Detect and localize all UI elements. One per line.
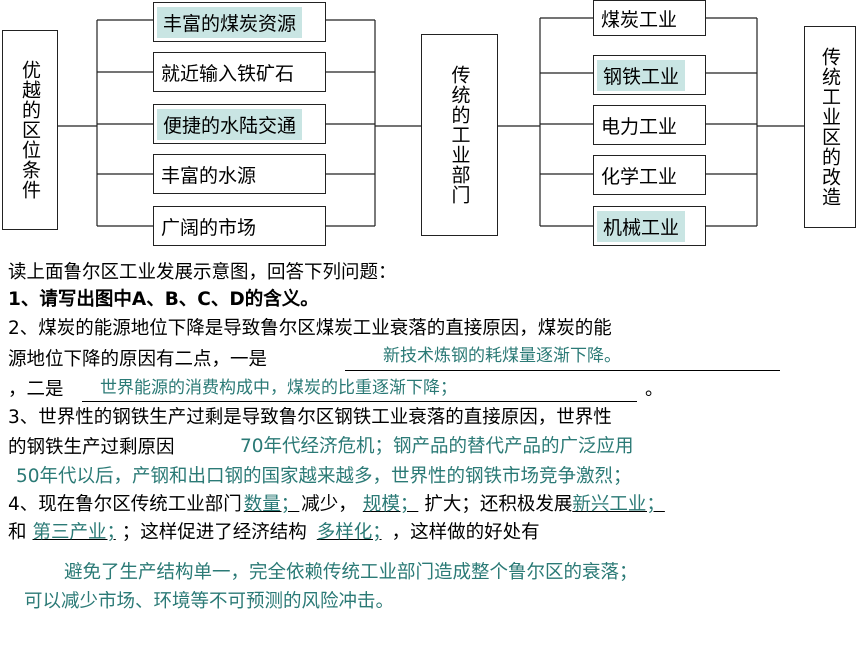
question-1: 1、请写出图中A、B、C、D的含义。 — [8, 289, 319, 310]
department-label: 电力工业 — [601, 115, 678, 138]
right-title: 传统工业区的改造 — [819, 47, 841, 207]
answer-blank-2b — [82, 401, 637, 402]
question-4-mid-3: ；这样促进了经济结构 — [121, 522, 307, 543]
middle-title: 传统的工业部门 — [448, 65, 471, 205]
department-box-4: 化学工业 — [593, 155, 706, 195]
question-4-prefix: 4、现在鲁尔区传统工业部门 — [8, 494, 242, 515]
question-4-line-2: 和第三产业；；这样促进了经济结构多样化； ，这样做的好处有 — [8, 522, 540, 544]
condition-label: 便捷的水陆交通 — [157, 108, 303, 140]
department-box-2: 钢铁工业 — [593, 55, 706, 95]
department-label: 机械工业 — [597, 210, 686, 242]
department-box-3: 电力工业 — [593, 105, 706, 145]
department-label: 煤炭工业 — [601, 8, 678, 31]
middle-title-box: 传统的工业部门 — [421, 34, 498, 236]
department-label: 钢铁工业 — [597, 59, 686, 91]
left-title: 优越的区位条件 — [19, 60, 41, 200]
answer-2b: 世界能源的消费构成中，煤炭的比重逐渐下降； — [100, 378, 457, 398]
condition-box-1: 丰富的煤炭资源 — [153, 2, 326, 42]
condition-label: 广阔的市场 — [161, 216, 257, 239]
answer-3b: 50年代以后，产钢和出口钢的国家越来越多，世界性的钢铁市场竞争激烈； — [16, 466, 632, 487]
condition-label: 丰富的煤炭资源 — [157, 6, 303, 38]
department-box-5: 机械工业 — [593, 206, 706, 246]
answer-4-new-industry: 新兴工业； — [572, 494, 665, 515]
condition-label: 丰富的水源 — [161, 164, 257, 187]
left-title-box: 优越的区位条件 — [2, 30, 58, 230]
question-3-line-2: 的钢铁生产过剩原因 — [8, 437, 175, 458]
answer-blank-2a — [345, 370, 780, 371]
diagram-connectors — [58, 17, 804, 227]
answer-4-benefit-line-2: 可以减少市场、环境等不可预测的风险冲击。 — [24, 591, 395, 612]
question-3-line-1: 3、世界性的钢铁生产过剩是导致鲁尔区钢铁工业衰落的直接原因，世界性 — [8, 407, 612, 428]
answer-4-tertiary: 第三产业； — [32, 522, 116, 543]
answer-2a: 新技术炼钢的耗煤量逐渐下降。 — [383, 346, 621, 366]
answer-3a: 70年代经济危机；钢产品的替代产品的广泛应用 — [240, 436, 634, 457]
question-4-mid-1: 减少， — [301, 494, 357, 515]
condition-box-3: 便捷的水陆交通 — [153, 104, 326, 144]
question-4-line-1: 4、现在鲁尔区传统工业部门数量；减少，规模；扩大；还积极发展新兴工业； — [8, 494, 665, 516]
question-2-end: 。 — [645, 379, 664, 400]
question-4-end: ，这样做的好处有 — [391, 522, 540, 543]
condition-box-2: 就近输入铁矿石 — [153, 52, 326, 92]
question-2-line-3: ，二是 — [8, 379, 64, 400]
question-2-line-2: 源地位下降的原因有二点，一是 — [8, 349, 268, 370]
answer-4-quantity: 数量； — [243, 494, 300, 515]
right-title-box: 传统工业区的改造 — [804, 26, 856, 228]
department-box-1: 煤炭工业 — [593, 0, 706, 36]
question-4-and: 和 — [8, 522, 27, 543]
answer-4-diverse: 多样化； — [316, 522, 382, 543]
question-2-line-1: 2、煤炭的能源地位下降是导致鲁尔区煤炭工业衰落的直接原因，煤炭的能 — [8, 318, 612, 339]
department-label: 化学工业 — [601, 165, 678, 188]
condition-label: 就近输入铁矿石 — [161, 62, 295, 85]
answer-4-benefit-line-1: 避免了生产结构单一，完全依赖传统工业部门造成整个鲁尔区的衰落； — [64, 562, 638, 583]
answer-4-scale: 规模； — [362, 494, 419, 515]
condition-box-4: 丰富的水源 — [153, 154, 326, 194]
condition-box-5: 广阔的市场 — [153, 206, 326, 246]
question-4-mid-2: 扩大；还积极发展 — [424, 494, 573, 515]
intro-text: 读上面鲁尔区工业发展示意图，回答下列问题： — [8, 262, 397, 283]
